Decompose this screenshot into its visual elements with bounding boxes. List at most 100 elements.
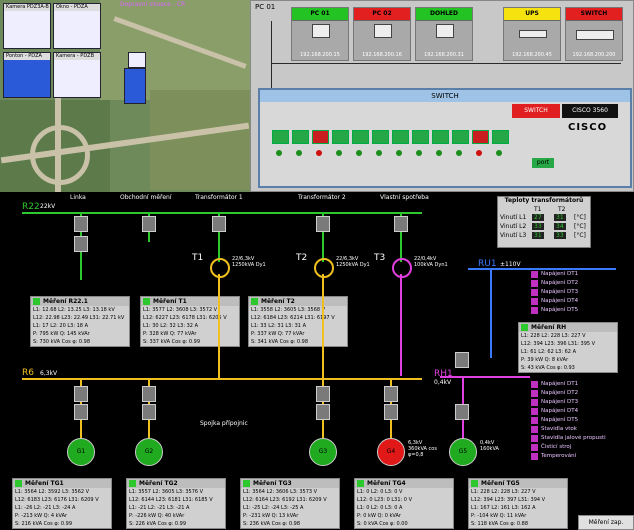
ethernet-port[interactable] [332,130,349,144]
generator-g3[interactable]: G3 [309,438,337,466]
legend-item[interactable]: Napájení DT5 [531,306,611,315]
breaker-q1[interactable] [394,216,408,232]
breaker-q1[interactable] [142,216,156,232]
ethernet-port[interactable] [412,130,429,144]
temp-cell: 34 [554,223,566,230]
port-led [456,150,462,156]
ethernet-port[interactable] [372,130,389,144]
ethernet-port[interactable] [492,130,509,144]
generator-g2[interactable]: G2 [135,438,163,466]
breaker-q1[interactable] [212,216,226,232]
switch-tab[interactable]: SWITCH [512,104,560,118]
sign-marker[interactable] [128,52,146,68]
ethernet-port[interactable] [452,130,469,144]
breaker-q1[interactable] [316,386,330,402]
legend-item[interactable]: Napájení DT4 [531,297,611,306]
t2-label: T2 [296,253,308,263]
meter-row: P: -226 kW Q: 40 kVAr [129,513,185,519]
node-switch[interactable]: SWITCH 192.168.200.200 [565,7,623,61]
legend-item[interactable]: Napájení DT2 [531,279,611,288]
model-tab[interactable]: CISCO 3560 [562,104,618,118]
camera-thumb[interactable]: Kamera PDZ3A-B [3,3,51,49]
camera-thumb[interactable]: Okno - PDZA [53,3,101,49]
dialog-title: SWITCH [260,90,630,102]
computer-icon [436,24,454,38]
ethernet-port[interactable] [432,130,449,144]
meter-row: L1: 30 L2: 32 L3: 32 A [143,323,198,329]
breaker-qm1[interactable] [74,236,88,252]
transformer-icon[interactable] [210,258,230,278]
legend-item[interactable]: Stavidla vtok [531,425,611,434]
ethernet-port[interactable] [472,130,489,144]
legend-item[interactable]: Napájení DT3 [531,398,611,407]
meter-row: P: -104 kW Q: 11 kVAr [471,513,527,519]
transformer-icon[interactable] [392,258,412,278]
breaker-rh[interactable] [455,352,469,368]
breaker-q1[interactable] [316,216,330,232]
bus-rh1-voltage: 0,4kV [434,379,452,386]
breaker-q1[interactable] [74,216,88,232]
switch-dialog[interactable]: SWITCH SWITCH CISCO 3560 CISCO port [258,88,632,188]
meter-row: L12: 6227 L23: 6178 L31: 6205 V [143,315,227,321]
legend-item[interactable]: Stavidla jalové propusti [531,434,611,443]
legend-item[interactable]: Napájení DT5 [531,416,611,425]
ethernet-port[interactable] [392,130,409,144]
transformer-icon[interactable] [314,258,334,278]
feeder-label: Transformátor 1 [195,194,243,201]
node-pc02[interactable]: PC 02 192.168.200.16 [353,7,411,61]
bus-coupler-label: Spojka přípojnic [200,420,248,427]
temp-cell: Vinutí L2 [500,223,527,230]
legend-item[interactable]: Napájení DT2 [531,389,611,398]
breaker-qm1[interactable] [74,404,88,420]
meter-row: L1: 0 L2: 0 L3: 0 A [357,505,403,511]
meter-row: L1: -21 L2: -21 L3: -21 A [129,505,190,511]
generator-g5[interactable]: G5 [449,438,477,466]
ethernet-port[interactable] [272,130,289,144]
legend-item[interactable]: Napájení DT3 [531,288,611,297]
breaker-qm1[interactable] [384,404,398,420]
ethernet-port[interactable] [292,130,309,144]
legend-item[interactable]: Napájení DT1 [531,270,611,279]
node-dohled[interactable]: DOHLED 192.168.200.31 [415,7,473,61]
camera-thumb[interactable]: Ponton - PDZA [3,52,51,98]
ethernet-port[interactable] [352,130,369,144]
generator-g1[interactable]: G1 [67,438,95,466]
legend-item[interactable]: Napájení DT1 [531,380,611,389]
camera-thumb[interactable]: Kamera - PDZB [53,52,101,98]
traffic-map[interactable]: Dopravní situace - CR Kamera PDZ3A-B Okn… [0,0,252,192]
node-pc01[interactable]: PC 01 192.168.200.15 [291,7,349,61]
meter-row: P: 795 kW Q: 145 kVAr [33,331,90,337]
temp-cell: [°C] [574,223,586,230]
breaker-qm1[interactable] [316,404,330,420]
breaker-qm1[interactable] [142,404,156,420]
port-led [336,150,342,156]
breaker-q1[interactable] [142,386,156,402]
breaker-q1[interactable] [384,386,398,402]
sign-marker[interactable] [124,68,146,104]
measure-toggle-button[interactable]: Měření zap. [578,515,634,530]
legend-item[interactable]: Temperování [531,452,611,461]
legend-item[interactable]: Čisticí stroj [531,443,611,452]
generator-g4[interactable]: G4 [377,438,405,466]
ethernet-port[interactable] [312,130,329,144]
switch-icon [576,30,614,40]
breaker-qm1[interactable] [455,404,469,420]
port-button[interactable]: port [532,158,554,168]
meter-row: L1: -25 L2: -24 L3: -25 A [243,505,304,511]
breaker-q1[interactable] [74,386,88,402]
meter-title: Měření T2 [249,297,347,306]
node-ups[interactable]: UPS 192.168.200.45 [503,7,561,61]
port-led [436,150,442,156]
legend-item[interactable]: Napájení DT4 [531,407,611,416]
